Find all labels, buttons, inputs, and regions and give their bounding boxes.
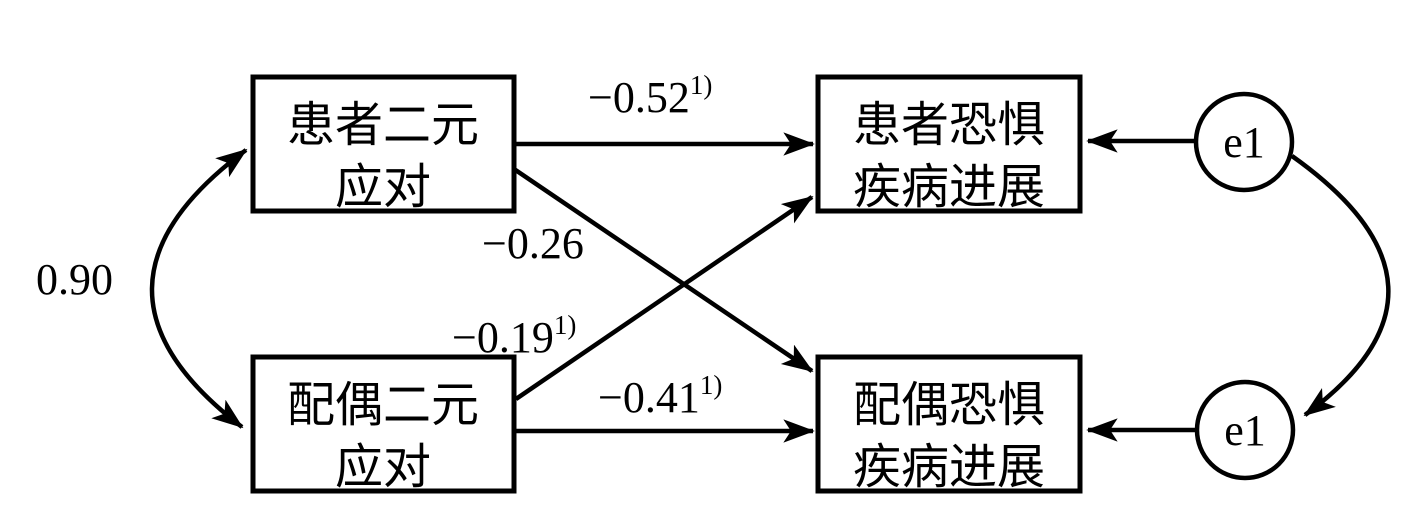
correlation-curve-arrow [149,148,248,429]
box-spouse-fear-line1: 配偶恐惧 [853,379,1045,432]
box-patient-fear-line2: 疾病进展 [853,161,1045,214]
error-circle-bottom: e1 [1194,379,1296,481]
coef-spouse-partner: −0.191) [452,310,576,362]
coef-patient-actor: −0.521) [588,70,712,122]
error-circle-top: e1 [1193,91,1295,193]
error-label-bottom: e1 [1224,406,1266,455]
correlation-value: 0.90 [36,255,113,304]
arrow-spouse-coping-to-patient-fear [514,195,814,401]
error-label-top: e1 [1223,118,1265,167]
box-patient-dyadic-coping-line1: 患者二元 [287,99,479,152]
box-patient-dyadic-coping-line2: 应对 [335,161,431,214]
box-patient-dyadic-coping: 患者二元 应对 [250,74,517,214]
box-spouse-dyadic-coping-line2: 应对 [335,441,431,494]
box-spouse-dyadic-coping-line1: 配偶二元 [287,379,479,432]
box-patient-fear-progression: 患者恐惧 疾病进展 [815,74,1083,214]
box-spouse-fear-progression: 配偶恐惧 疾病进展 [815,354,1083,494]
coef-spouse-actor: −0.411) [598,370,722,422]
box-patient-fear-line1: 患者恐惧 [853,99,1045,152]
error-correlation-curve-arrow [1290,154,1391,417]
arrow-patient-coping-to-spouse-fear [512,167,814,373]
box-spouse-fear-line2: 疾病进展 [853,441,1045,494]
coef-patient-partner: −0.26 [482,219,584,268]
box-spouse-dyadic-coping: 配偶二元 应对 [250,354,517,494]
